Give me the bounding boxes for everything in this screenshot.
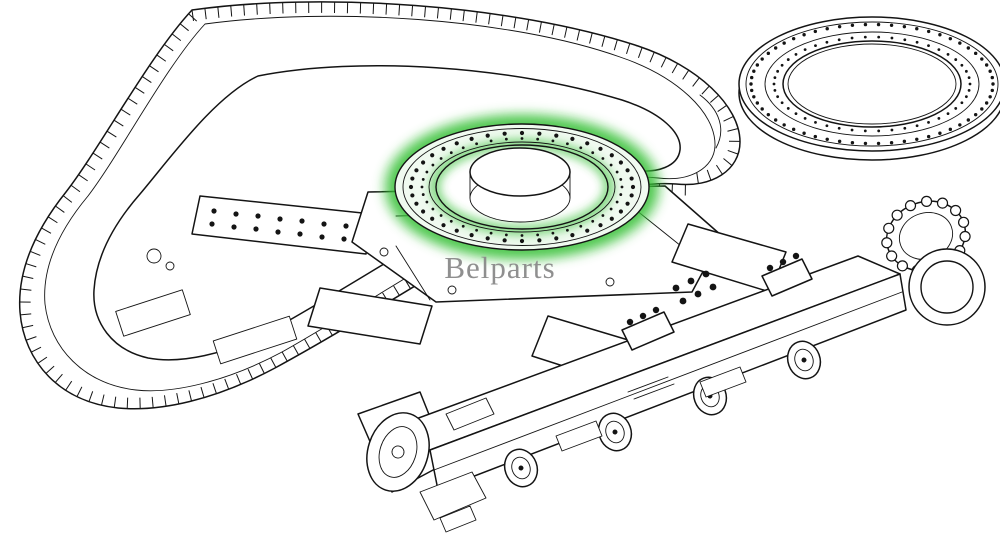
idler-foot [439, 505, 477, 533]
drive-sprocket [881, 195, 986, 326]
watermark: Belparts [444, 250, 556, 285]
sprocket-hub-inner [920, 260, 974, 314]
track-end-detail [699, 94, 722, 149]
frame-bolt-cluster [672, 270, 717, 305]
frame-bolt-rows [209, 208, 349, 242]
beam-end-bracket [445, 397, 495, 431]
frame-hole [379, 247, 389, 257]
slewing-ring-highlighted [381, 111, 663, 263]
slewing-ring-spare [738, 16, 1000, 161]
beam-side-face [429, 273, 907, 491]
track-loop-inner-parts [115, 248, 298, 365]
frame-hole [605, 277, 615, 287]
sprocket-hub-outer [908, 248, 986, 326]
track-guide-bracket [555, 420, 603, 452]
frame-hole [447, 285, 457, 295]
ring-bolt-holes [749, 22, 995, 146]
idler-wheel [366, 412, 430, 492]
track-guide-bracket [699, 366, 747, 398]
frame-arm-lower-left [307, 287, 433, 345]
beam-hatch [627, 376, 675, 400]
mount-pedestal [761, 252, 813, 297]
frame-arm-left [191, 195, 373, 255]
ring-bore [782, 40, 962, 128]
beam-side-line [433, 291, 903, 471]
center-hub [469, 147, 571, 223]
idler-lower-plate [419, 471, 487, 521]
roller-frame-beam [357, 195, 986, 533]
ring-bolt-holes [408, 130, 636, 244]
mount-pedestal [621, 306, 675, 351]
